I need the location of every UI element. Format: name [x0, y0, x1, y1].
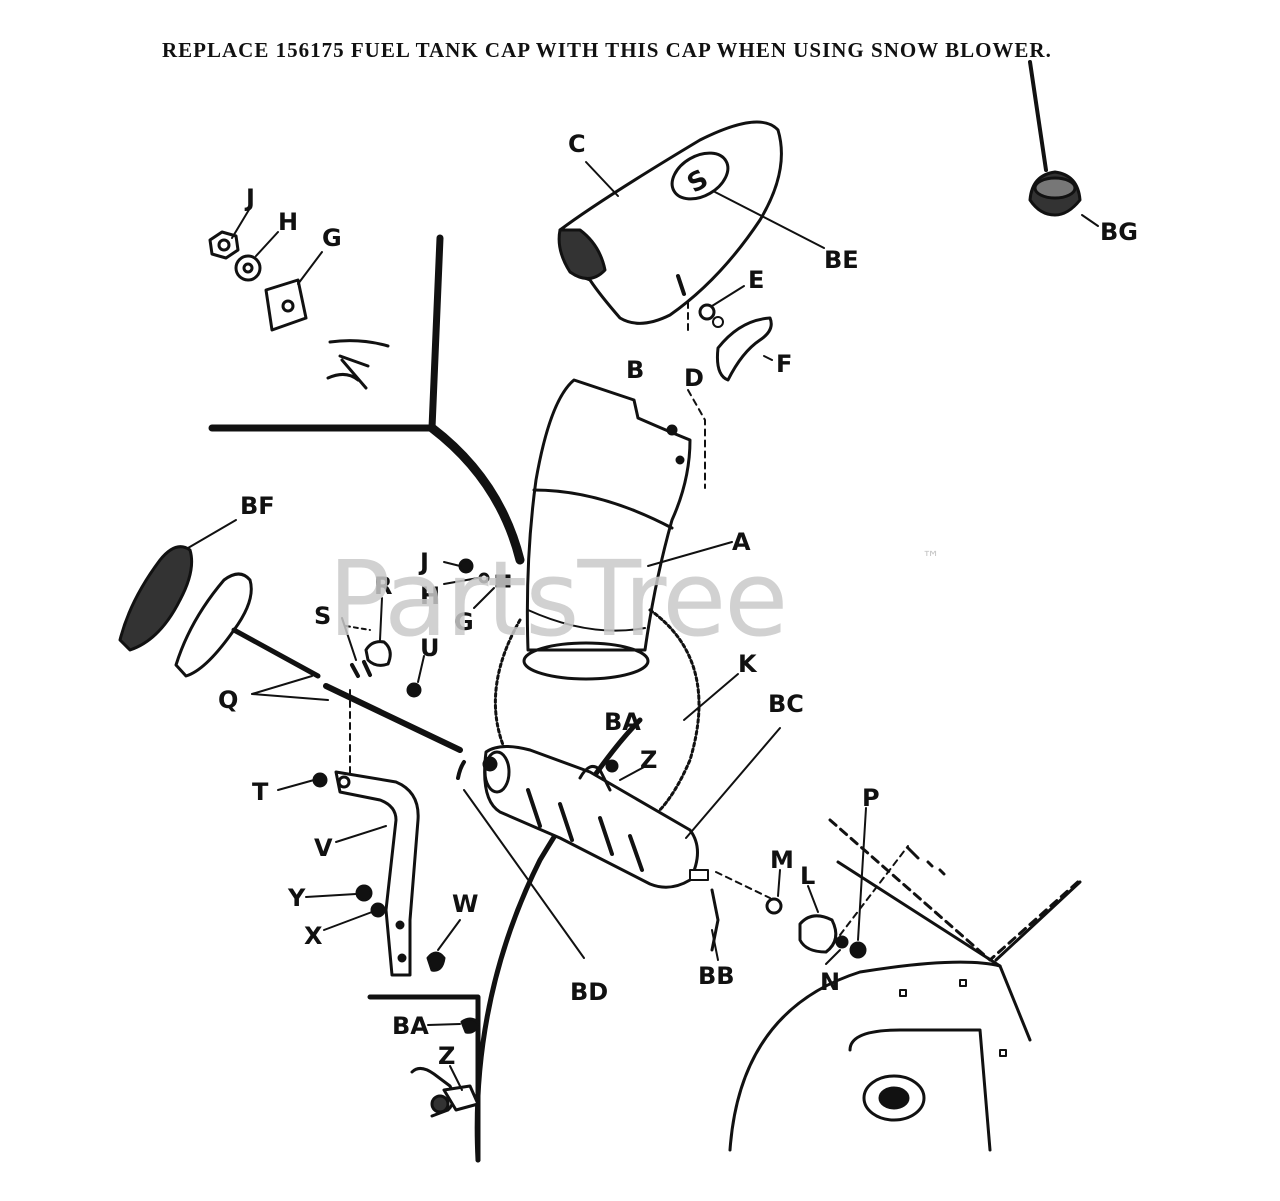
label-n: N [820, 968, 840, 996]
label-q: Q [218, 686, 238, 714]
frame-outline [208, 234, 444, 432]
coupler-r [364, 640, 392, 667]
label-k: K [738, 650, 758, 678]
label-d: D [684, 364, 704, 392]
watermark-brand: PartsTree [328, 538, 788, 660]
label-c: C [568, 130, 586, 158]
gear-housing[interactable] [482, 727, 781, 889]
frame-front-curve [474, 717, 643, 1163]
label-be: BE [824, 246, 859, 274]
label-w: W [452, 890, 478, 918]
fuel-cap-note: REPLACE 156175 FUEL TANK CAP WITH THIS C… [162, 38, 1052, 62]
frame-curve [427, 423, 525, 565]
inset-detail [410, 1017, 480, 1118]
nut-p [849, 941, 867, 959]
hardware-kit[interactable] [208, 207, 390, 390]
label-bf: BF [240, 492, 275, 520]
label-m: M [770, 846, 794, 874]
label-ba-inset: BA [392, 1012, 429, 1040]
label-a: A [732, 528, 751, 556]
tractor-front [728, 818, 1082, 1152]
crank-handle[interactable] [118, 519, 463, 753]
nut-u [406, 682, 422, 698]
label-t: T [252, 778, 269, 806]
pin-s [350, 660, 372, 678]
label-ba-mid: BA [604, 708, 641, 736]
label-z-mid: Z [640, 746, 657, 774]
label-bd: BD [570, 978, 608, 1006]
chute-deflector[interactable]: S [557, 120, 825, 325]
fuel-tank-cap[interactable] [1028, 60, 1099, 227]
pivot-pin [676, 274, 686, 296]
label-u: U [420, 634, 440, 662]
label-h-top: H [278, 208, 298, 236]
label-bc: BC [768, 690, 804, 718]
label-r: R [374, 572, 392, 600]
label-g-mid: G [454, 608, 474, 636]
label-p: P [862, 784, 880, 812]
watermark-trademark: ™ [922, 548, 940, 569]
label-e: E [748, 266, 764, 294]
discharge-chute[interactable] [522, 378, 733, 681]
label-y: Y [287, 884, 306, 912]
label-z-inset: Z [438, 1042, 455, 1070]
washer-e [698, 303, 716, 321]
label-bb: BB [698, 962, 735, 990]
label-f: F [776, 350, 792, 378]
deflector-handle [716, 316, 773, 382]
label-l: L [800, 862, 815, 890]
callout-labels: C BE BG E F D B J H G A BF J H G R S U K… [218, 130, 1138, 1070]
pin-bd [456, 760, 466, 780]
label-x: X [304, 922, 323, 950]
nut-n [835, 935, 849, 949]
washer-m [765, 897, 783, 915]
label-b: B [626, 356, 644, 384]
coupler-l [798, 914, 838, 954]
label-bg: BG [1100, 218, 1138, 246]
label-j-mid: J [418, 548, 429, 576]
label-v: V [314, 834, 333, 862]
label-h-mid: H [420, 582, 440, 610]
label-s: S [314, 602, 331, 630]
label-g-top: G [322, 224, 342, 252]
lever-bracket[interactable] [277, 770, 461, 977]
label-j-top: J [244, 184, 255, 212]
